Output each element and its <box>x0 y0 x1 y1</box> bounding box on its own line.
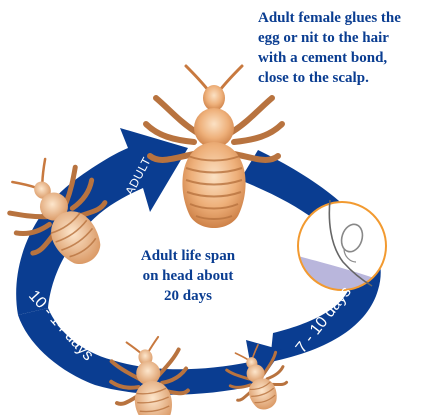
nit-caption-line: close to the scalp. <box>258 68 433 88</box>
nit-caption-line: egg or nit to the hair <box>258 28 433 48</box>
nit-caption-line: Adult female glues the <box>258 8 433 28</box>
nit-caption-line: with a cement bond, <box>258 48 433 68</box>
lifespan-line: Adult life span <box>118 246 258 266</box>
nit-callout <box>298 200 386 290</box>
lifespan-text: Adult life span on head about 20 days <box>118 246 258 306</box>
lifespan-line: on head about <box>118 266 258 286</box>
lifespan-line: 20 days <box>118 286 258 306</box>
nit-caption: Adult female glues the egg or nit to the… <box>258 8 433 88</box>
